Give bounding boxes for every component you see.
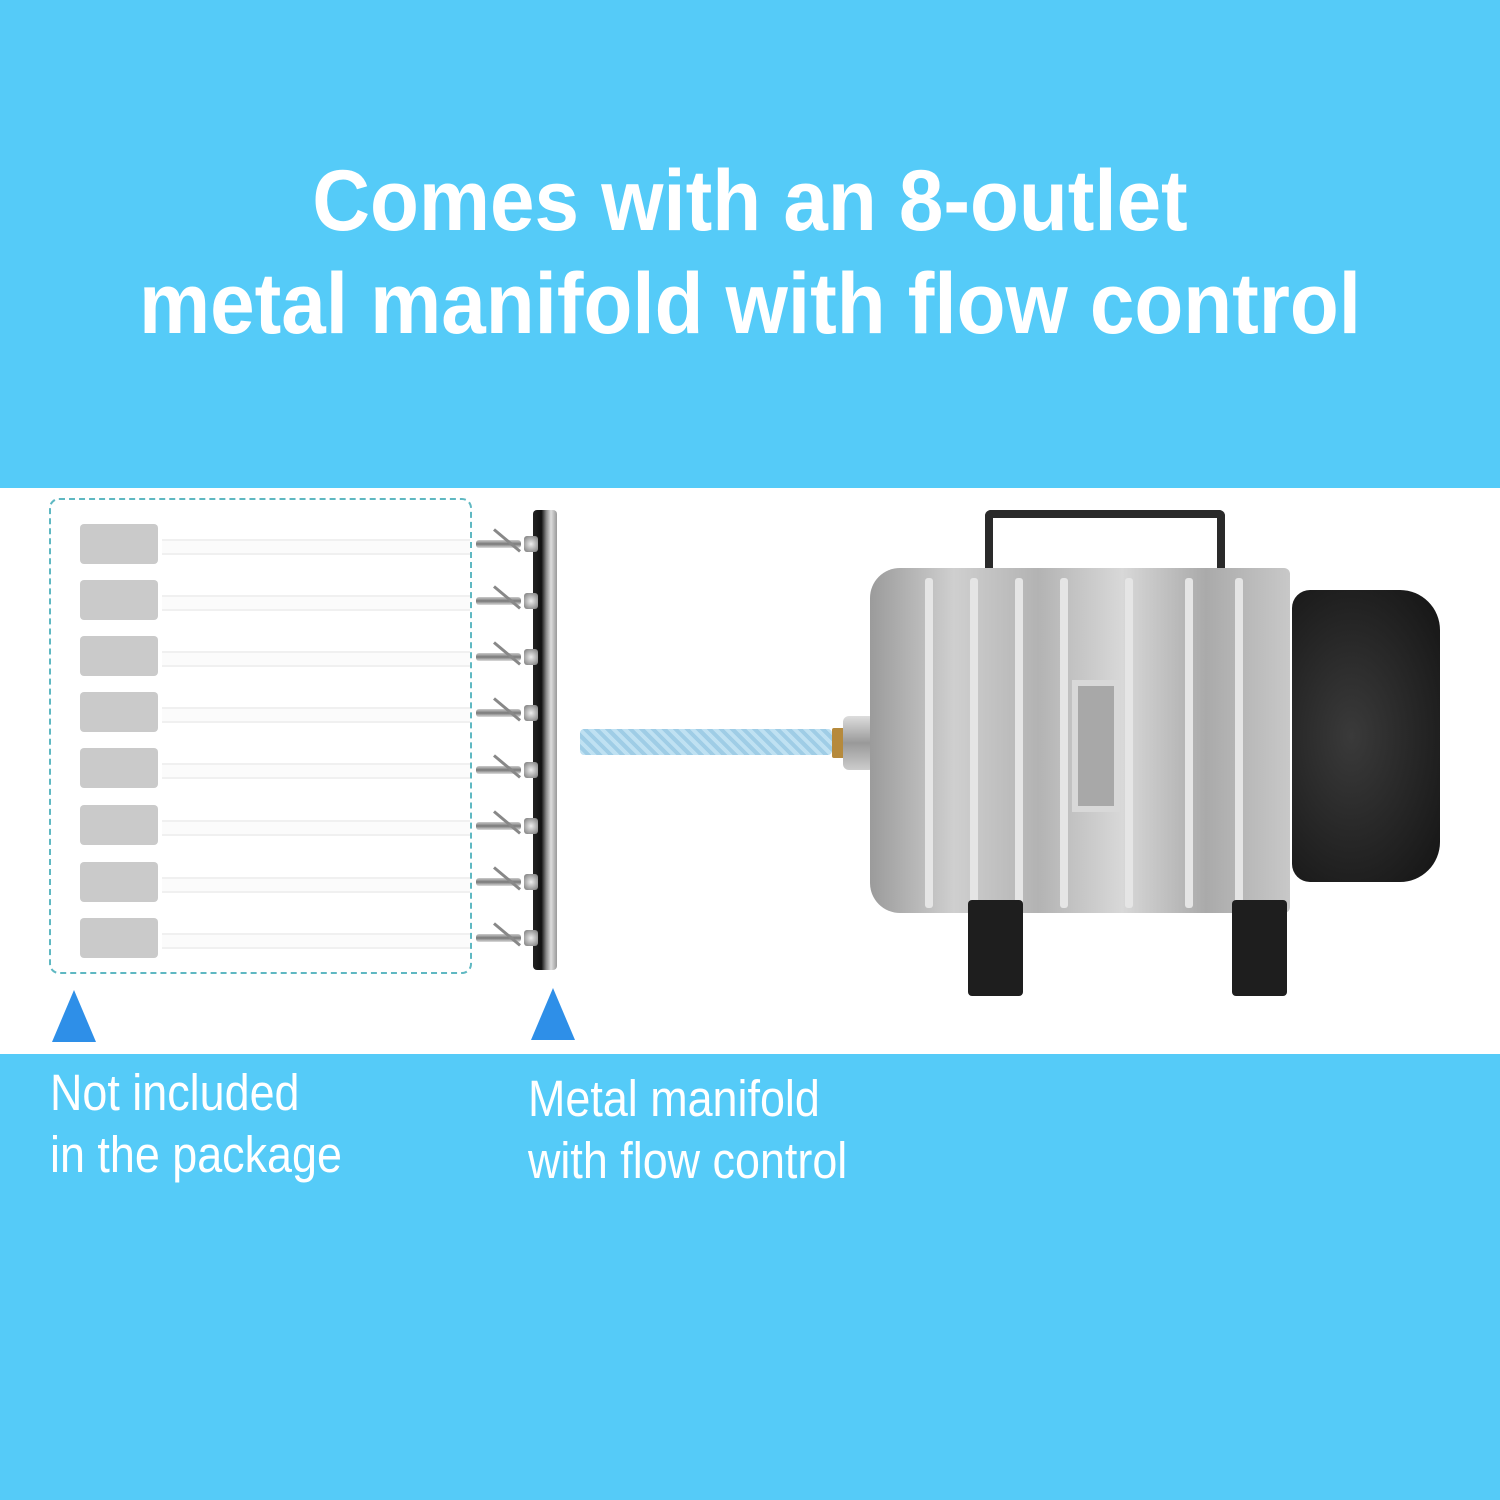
- air-stone-icon: [80, 580, 158, 620]
- cooling-fin: [925, 578, 933, 908]
- manifold-line-1: Metal manifold: [528, 1070, 820, 1127]
- cooling-fin: [1125, 578, 1133, 908]
- valve-icon: [476, 922, 546, 950]
- pump-carry-handle: [985, 510, 1225, 570]
- headline-line-2: metal manifold with flow control: [139, 256, 1361, 352]
- air-stone-row: [80, 805, 472, 845]
- valve-icon: [476, 585, 546, 613]
- air-stone-icon: [80, 862, 158, 902]
- bottom-caption-area: [0, 1054, 1500, 1500]
- manifold-caption: Metal manifold with flow control: [528, 1068, 847, 1192]
- air-hose: [580, 729, 832, 755]
- air-stone-icon: [80, 805, 158, 845]
- cooling-fin: [1015, 578, 1023, 908]
- air-stone-row: [80, 862, 472, 902]
- not-included-caption: Not included in the package: [50, 1062, 342, 1186]
- air-tube: [162, 595, 470, 611]
- cooling-fin: [970, 578, 978, 908]
- air-stone-row: [80, 524, 472, 564]
- pump-foot: [968, 900, 1023, 996]
- top-banner: Comes with an 8-outlet metal manifold wi…: [0, 0, 1500, 488]
- air-stone-row: [80, 918, 472, 958]
- arrow-up-icon: [531, 988, 575, 1040]
- air-stone-icon: [80, 692, 158, 732]
- air-tube: [162, 651, 470, 667]
- brass-fitting: [832, 728, 846, 758]
- valve-icon: [476, 810, 546, 838]
- air-tube: [162, 820, 470, 836]
- manifold-line-2: with flow control: [528, 1132, 848, 1189]
- headline: Comes with an 8-outlet metal manifold wi…: [53, 150, 1448, 356]
- manifold-bar: [533, 510, 557, 970]
- air-stone-icon: [80, 918, 158, 958]
- valve-icon: [476, 528, 546, 556]
- valve-icon: [476, 754, 546, 782]
- air-tube: [162, 933, 470, 949]
- not-included-region: [49, 498, 472, 974]
- air-stone-row: [80, 636, 472, 676]
- air-stone-icon: [80, 636, 158, 676]
- arrow-up-icon: [52, 990, 96, 1042]
- motor-cap: [1292, 590, 1440, 882]
- air-stone-icon: [80, 524, 158, 564]
- valve-icon: [476, 697, 546, 725]
- cooling-fin: [1235, 578, 1243, 908]
- air-tube: [162, 539, 470, 555]
- cooling-fin: [1060, 578, 1068, 908]
- pump-foot: [1232, 900, 1287, 996]
- cooling-fin: [1185, 578, 1193, 908]
- air-tube: [162, 877, 470, 893]
- valve-icon: [476, 641, 546, 669]
- air-stone-row: [80, 580, 472, 620]
- not-included-line-2: in the package: [50, 1126, 342, 1183]
- air-stone-icon: [80, 748, 158, 788]
- air-tube: [162, 763, 470, 779]
- headline-line-1: Comes with an 8-outlet: [312, 153, 1188, 249]
- pump-outlet: [843, 716, 875, 770]
- not-included-line-1: Not included: [50, 1064, 300, 1121]
- air-tube: [162, 707, 470, 723]
- pump-window: [1072, 680, 1120, 812]
- air-stone-row: [80, 692, 472, 732]
- air-stone-row: [80, 748, 472, 788]
- valve-icon: [476, 866, 546, 894]
